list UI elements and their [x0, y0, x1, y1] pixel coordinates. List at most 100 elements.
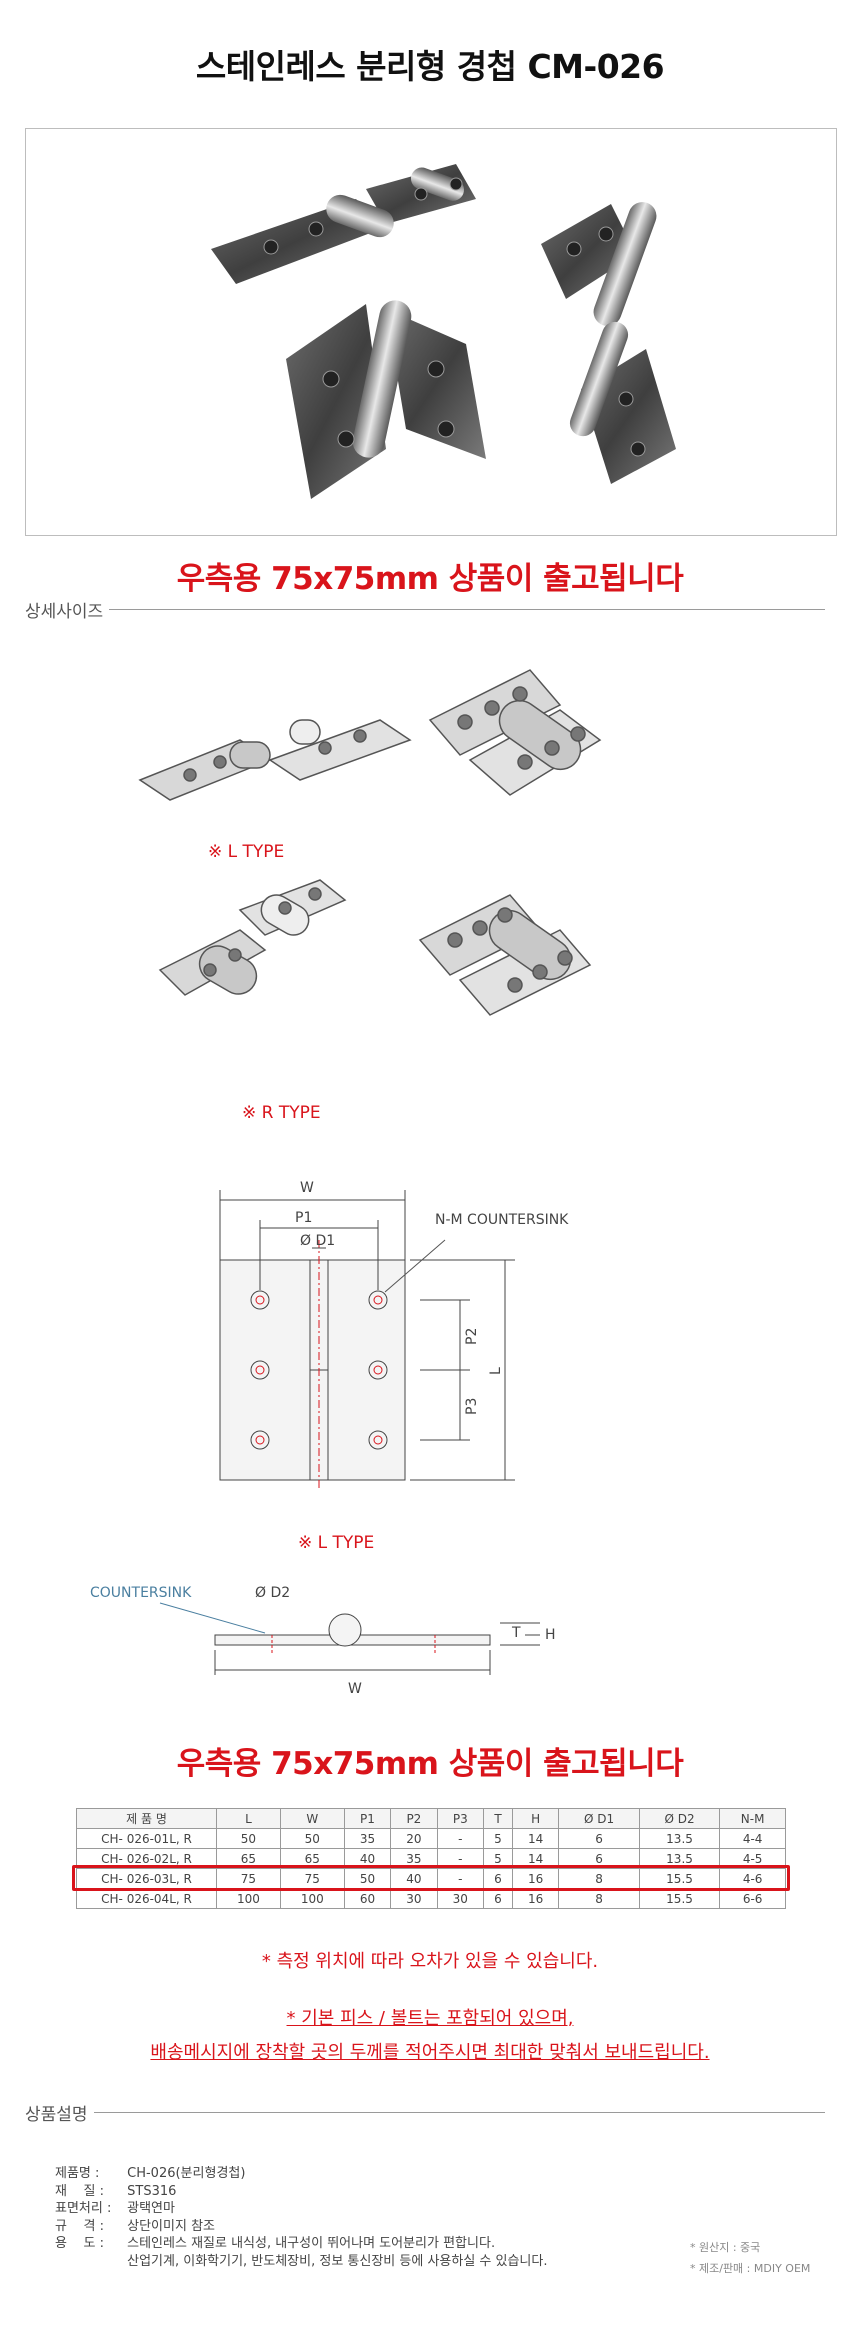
- desc-key: 규 격 :: [55, 2218, 104, 2234]
- table-cell: 4-6: [719, 1868, 786, 1889]
- photo-hinge-3: [541, 202, 676, 484]
- note-screws-text: * 기본 피스 / 볼트는 포함되어 있으며,: [286, 2008, 574, 2029]
- table-header: W: [279, 1808, 345, 1829]
- dim-t: T: [511, 1625, 521, 1641]
- dim-p3: P3: [464, 1398, 480, 1415]
- table-header: Ø D2: [638, 1808, 721, 1829]
- desc-value: 상단이미지 참조: [123, 2218, 215, 2234]
- desc-value: 광택연마: [123, 2201, 175, 2216]
- technical-side-drawing: COUNTERSINK Ø D2 T H W: [90, 1585, 556, 1697]
- hinge-photo-illustration: [211, 164, 676, 499]
- table-header: T: [483, 1808, 513, 1829]
- dim-p2: P2: [464, 1328, 480, 1345]
- caption-r-type: ※ R TYPE: [242, 1103, 321, 1123]
- table-cell: 50: [279, 1828, 345, 1849]
- table-header-row: 제 품 명 L W P1 P2 P3 T H Ø D1 Ø D2 N-M: [76, 1808, 786, 1829]
- desc-value: 스테인레스 재질로 내식성, 내구성이 뛰어나며 도어분리가 편합니다.: [123, 2236, 496, 2251]
- note-screws: * 기본 피스 / 볼트는 포함되어 있으며,: [0, 2004, 860, 2030]
- desc-row: 표면처리 : 광택연마: [55, 2200, 547, 2218]
- dim-w: W: [300, 1180, 314, 1196]
- origin-country: * 원산지 : 중국: [690, 2241, 761, 2254]
- table-header: L: [216, 1808, 281, 1829]
- desc-row: 용 도 : 스테인레스 재질로 내식성, 내구성이 뛰어나며 도어분리가 편합니…: [55, 2235, 547, 2253]
- spec-table: 제 품 명 L W P1 P2 P3 T H Ø D1 Ø D2 N-M CH-…: [76, 1808, 786, 1909]
- desc-row: 규 격 : 상단이미지 참조: [55, 2218, 547, 2236]
- dim-d1: Ø D1: [300, 1233, 335, 1249]
- table-header: P1: [343, 1808, 392, 1829]
- table-header: Ø D1: [558, 1808, 640, 1829]
- table-cell: 20: [390, 1828, 438, 1849]
- table-cell: CH- 026-03L, R: [76, 1868, 217, 1889]
- dim-countersink: COUNTERSINK: [90, 1585, 192, 1601]
- table-cell: 8: [558, 1888, 640, 1909]
- hole-group: [250, 1290, 388, 1450]
- table-cell: 6: [483, 1888, 513, 1909]
- table-cell: 60: [343, 1888, 392, 1909]
- table-cell: 16: [511, 1888, 560, 1909]
- desc-row: 산업기계, 이화학기기, 반도체장비, 정보 통신장비 등에 사용하실 수 있습…: [55, 2253, 547, 2271]
- photo-hinge-1: [211, 164, 476, 284]
- table-cell: 30: [390, 1888, 438, 1909]
- desc-key: 용 도 :: [55, 2236, 104, 2251]
- table-cell: 5: [483, 1828, 513, 1849]
- desc-row: 재 질 : STS316: [55, 2183, 547, 2201]
- section-product-desc-label: 상품설명: [25, 2105, 88, 2125]
- dim-p1: P1: [295, 1210, 312, 1226]
- product-description: 제품명 : CH-026(분리형경첩) 재 질 : STS316 표면처리 : …: [55, 2165, 547, 2270]
- desc-key: 표면처리 :: [55, 2201, 112, 2216]
- note-message: 배송메시지에 장착할 곳의 두께를 적어주시면 최대한 맞춰서 보내드립니다.: [0, 2038, 860, 2064]
- table-cell: 13.5: [638, 1828, 721, 1849]
- table-cell: 100: [216, 1888, 281, 1909]
- table-cell: 6: [558, 1828, 640, 1849]
- desc-key: [55, 2253, 123, 2271]
- headline-bottom: 우측용 75x75mm 상품이 출고됩니다: [176, 1746, 684, 1782]
- table-row: CH- 026-04L, R 100 100 60 30 30 6 16 8 1…: [76, 1888, 786, 1909]
- l-type-open-hinge: [138, 719, 412, 801]
- table-cell: 14: [511, 1828, 560, 1849]
- table-cell: CH- 026-01L, R: [76, 1828, 217, 1849]
- dim-d2: Ø D2: [255, 1585, 290, 1601]
- table-cell: 35: [343, 1828, 392, 1849]
- dim-h: H: [545, 1627, 556, 1643]
- technical-front-drawing: W P1 Ø D1 N-M COUNTERSINK P2 P3 L: [219, 1180, 569, 1490]
- highlight-box: [72, 1865, 790, 1891]
- desc-key: 제품명 :: [55, 2166, 100, 2181]
- table-cell: 4-5: [719, 1848, 786, 1869]
- section-detail-size: 상세사이즈: [25, 597, 825, 622]
- section-divider: [93, 2112, 825, 2113]
- table-cell: 16: [511, 1868, 560, 1889]
- hinge-3d-illustrations: [138, 669, 602, 1016]
- table-cell: 4-4: [719, 1828, 786, 1849]
- note-message-text: 배송메시지에 장착할 곳의 두께를 적어주시면 최대한 맞춰서 보내드립니다.: [150, 2042, 710, 2063]
- table-header: N-M: [719, 1808, 786, 1829]
- table-row-highlighted: CH- 026-03L, R 75 75 50 40 - 6 16 8 15.5…: [76, 1868, 786, 1889]
- desc-value: STS316: [123, 2183, 177, 2199]
- note-tolerance: * 측정 위치에 따라 오차가 있을 수 있습니다.: [261, 1951, 599, 1972]
- table-cell: -: [436, 1828, 485, 1849]
- l-type-closed-hinge: [428, 669, 602, 796]
- table-cell: 50: [216, 1828, 281, 1849]
- table-cell: 15.5: [638, 1888, 721, 1909]
- page-title: 스테인레스 분리형 경첩 CM-026: [195, 47, 665, 86]
- product-photo: [25, 128, 837, 536]
- caption-l-type-drawing: ※ L TYPE: [298, 1533, 375, 1553]
- section-product-desc: 상품설명: [25, 2100, 825, 2125]
- r-type-closed-hinge: [418, 894, 592, 1016]
- dim-w-side: W: [348, 1681, 362, 1697]
- table-row: CH- 026-01L, R 50 50 35 20 - 5 14 6 13.5…: [76, 1828, 786, 1849]
- table-cell: 40: [343, 1848, 392, 1869]
- desc-value: CH-026(분리형경첩): [123, 2166, 246, 2181]
- table-cell: 100: [279, 1888, 345, 1909]
- table-cell: 50: [343, 1868, 392, 1889]
- dim-l: L: [488, 1367, 504, 1375]
- table-header: H: [511, 1808, 560, 1829]
- table-cell: 6-6: [719, 1888, 786, 1909]
- dim-nm-countersink: N-M COUNTERSINK: [435, 1212, 569, 1228]
- table-cell: CH- 026-04L, R: [76, 1888, 217, 1909]
- r-type-open-hinge: [158, 879, 347, 996]
- headline-top: 우측용 75x75mm 상품이 출고됩니다: [176, 561, 684, 597]
- table-header: P3: [436, 1808, 485, 1829]
- table-header: 제 품 명: [76, 1808, 217, 1829]
- desc-key: 재 질 :: [55, 2183, 104, 2199]
